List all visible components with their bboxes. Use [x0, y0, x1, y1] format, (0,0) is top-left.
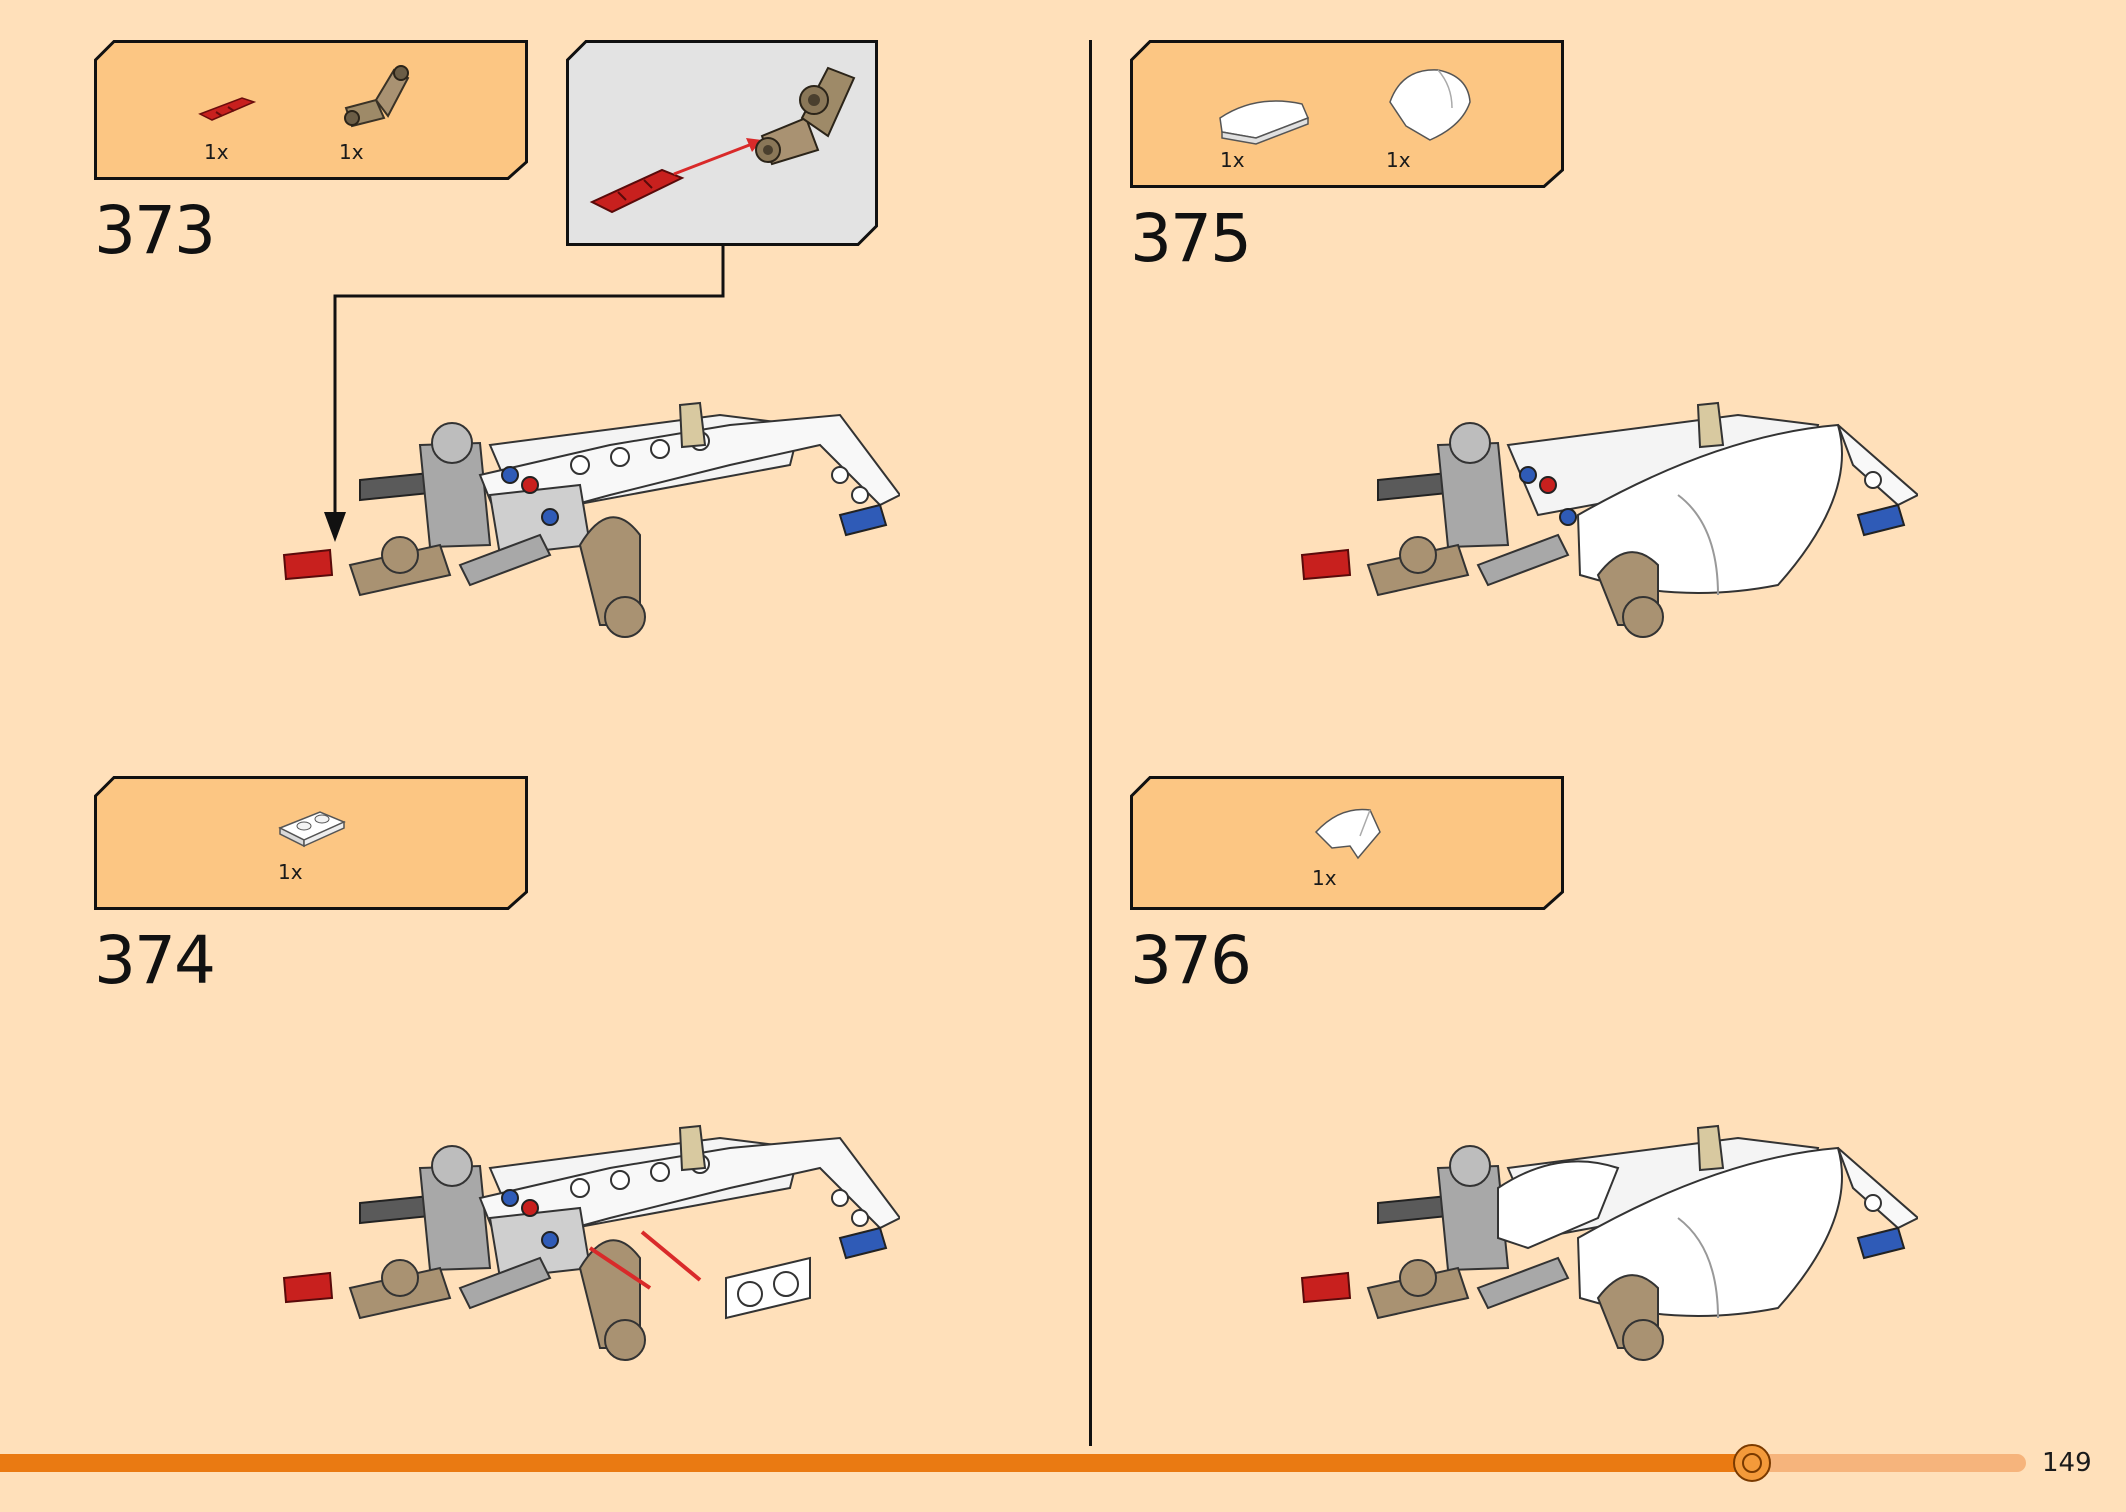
callout-pointer-arrow [324, 246, 725, 542]
part-quantity: 1x [1220, 148, 1245, 172]
page-divider [1089, 40, 1092, 1446]
tan-angle-connector-icon [344, 65, 410, 128]
part-quantity: 1x [204, 140, 229, 164]
progress-knob-icon [1733, 1444, 1771, 1482]
white-dome-slope-icon [1389, 69, 1471, 141]
white-curved-slope-icon [1219, 100, 1309, 145]
step-number: 373 [94, 192, 216, 269]
parts-box-step-373: 1x 1x [94, 40, 528, 180]
part-quantity: 1x [339, 140, 364, 164]
parts-box-step-374: 1x [94, 776, 528, 910]
parts-box-step-376: 1x [1130, 776, 1564, 910]
model-assembly-375 [1300, 401, 1918, 638]
parts-box-step-375: 1x 1x [1130, 40, 1564, 188]
model-assembly-376 [1300, 1124, 1918, 1361]
step-number: 374 [94, 922, 216, 999]
white-plate-1x2-icon [278, 811, 346, 848]
page-number: 149 [2042, 1448, 2092, 1478]
model-assembly-374 [282, 1124, 900, 1361]
model-assembly-373 [282, 401, 900, 638]
callout-subassembly [566, 40, 878, 246]
step-number: 375 [1130, 200, 1252, 277]
part-quantity: 1x [278, 860, 303, 884]
part-quantity: 1x [1386, 148, 1411, 172]
part-quantity: 1x [1312, 866, 1337, 890]
white-wedge-icon [1314, 808, 1381, 860]
step-number: 376 [1130, 922, 1252, 999]
red-axle-icon [198, 97, 256, 121]
progress-fill [0, 1454, 1752, 1472]
